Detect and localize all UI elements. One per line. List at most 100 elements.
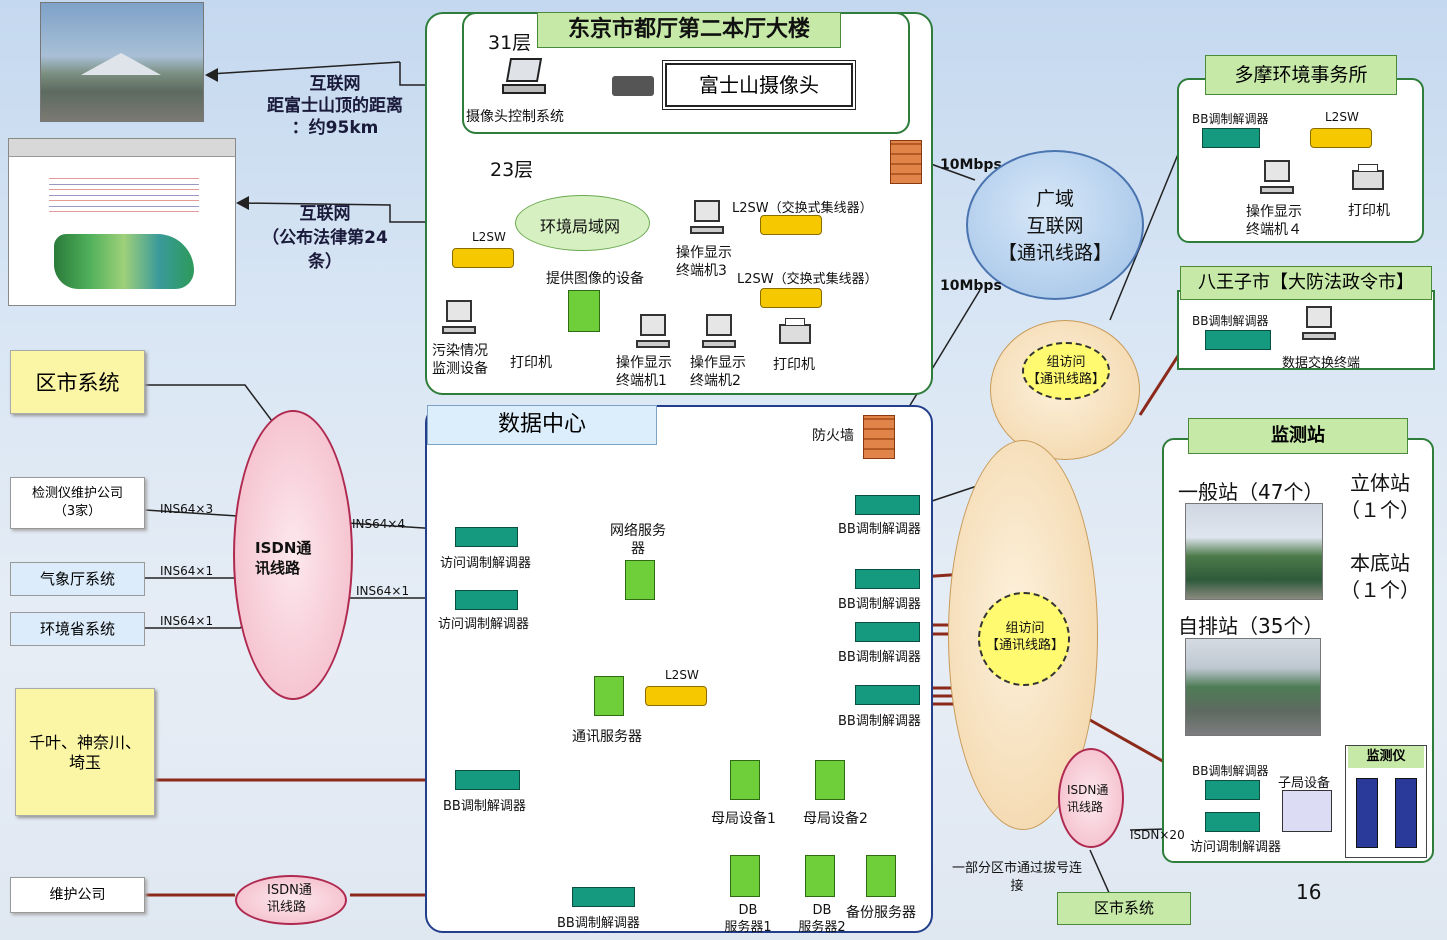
hachioji-modem (1205, 330, 1271, 350)
auto-station-photo (1185, 638, 1321, 736)
master-device1-label: 母局设备1 (711, 811, 776, 827)
maintenance-company2-box: 维护公司 (10, 877, 145, 913)
monitor-bb-modem (1205, 780, 1260, 800)
master-device2 (815, 760, 845, 800)
ins-label-c: INS64×1 (160, 614, 214, 628)
terminal3-pc-icon (688, 200, 728, 238)
dc-firewall-label: 防火墙 (812, 428, 854, 444)
dc-l2sw-label: L2SW (665, 668, 699, 682)
auto-station-label: 自排站（35个） (1178, 614, 1324, 638)
bb-modem4-label: BB调制解调器 (838, 714, 921, 729)
camera-icon (612, 76, 654, 96)
master-device1 (730, 760, 760, 800)
isdn-right-label: ISDN通 讯线路 (1067, 783, 1109, 814)
bb-modem2-label: BB调制解调器 (838, 597, 921, 612)
floor23-label: 23层 (490, 159, 534, 181)
monitor-title: 监测站 (1188, 418, 1408, 454)
db-server1 (730, 855, 760, 897)
isdn-small-label: ISDN通 讯线路 (267, 883, 312, 915)
hachioji-modem-label: BB调制解调器 (1192, 314, 1269, 328)
db-server2 (805, 855, 835, 897)
firewall-icon-hq (890, 140, 922, 184)
bb-modem6-label: BB调制解调器 (557, 916, 640, 931)
terminal3-label: 操作显示 终端机3 (676, 245, 732, 279)
fuji-camera-box: 富士山摄像头 (662, 60, 856, 110)
tama-title: 多摩环境事务所 (1205, 55, 1397, 95)
group-access-inner2 (978, 592, 1070, 686)
access-modem1-label: 访问调制解调器 (440, 556, 532, 571)
wan-label: 广域 互联网 【通讯线路】 (997, 188, 1112, 264)
bb-modem6 (572, 887, 635, 907)
comm-server (594, 676, 624, 716)
terminal1-pc-icon (634, 314, 674, 352)
bb-modem3 (855, 622, 920, 642)
db-server1-label: DB 服务器1 (724, 903, 772, 935)
page-number: 16 (1296, 880, 1322, 904)
env-ministry-box: 环境省系统 (10, 612, 145, 646)
tama-frame (1177, 78, 1424, 243)
hq-title: 东京市都厅第二本厅大楼 (537, 12, 841, 48)
fuji-distance-label: 距富士山顶的距离 (267, 96, 403, 116)
isdn-small-ellipse (235, 875, 347, 925)
city-system-box: 区市系统 (10, 350, 145, 414)
env-lan-ellipse (515, 195, 650, 251)
internet-label: 互联网 (309, 74, 361, 94)
pollution-pc-icon (440, 300, 480, 338)
general-station-label: 一般站（47个） (1178, 480, 1324, 504)
bb-modem2 (855, 569, 920, 589)
isdn-right-ellipse (1058, 748, 1124, 848)
web-server (625, 560, 655, 600)
comm-server-label: 通讯服务器 (572, 729, 642, 745)
monitor-access-modem (1205, 812, 1260, 832)
l2sw-23f (452, 248, 514, 268)
general-station-photo (1185, 503, 1323, 600)
printer2-icon (777, 318, 813, 348)
pollution-label: 污染情况 监测设备 (432, 343, 488, 377)
web-server-label: 网络服务 器 (610, 523, 666, 557)
master-device2-label: 母局设备2 (803, 811, 868, 827)
dc-firewall-icon (863, 415, 895, 459)
bb-modem5 (455, 770, 520, 790)
terminal1-label: 操作显示 终端机1 (616, 355, 672, 389)
instrument-unit1 (1356, 778, 1378, 848)
wan-speed1: 10Mbps (940, 157, 1002, 173)
l2sw-label-a: L2SW（交换式集线器） (732, 201, 873, 216)
camera-control-label: 摄像头控制系统 (466, 109, 564, 125)
ins-label-b: INS64×1 (160, 564, 214, 578)
bottom-note: 一部分区市通过拔号连 接 (951, 861, 1082, 894)
wan-ellipse (966, 150, 1144, 300)
monitor-bb-label: BB调制解调器 (1192, 764, 1269, 778)
isdn-big-label: ISDN通 讯线路 (255, 539, 312, 577)
law-ref-line1: （公布法律第24 (262, 228, 388, 248)
l2sw-label-b: L2SW（交换式集线器） (737, 272, 878, 287)
tama-l2sw (1310, 128, 1372, 148)
data-exchange-label: 数据交换终端 (1282, 356, 1361, 371)
floor31-label: 31层 (488, 32, 532, 54)
bb-modem1-label: BB调制解调器 (838, 522, 921, 537)
instrument-title: 监测仪 (1348, 746, 1424, 768)
sub-device (1282, 790, 1332, 832)
backup-server (866, 855, 896, 897)
isdn-x20-label: ISDN×20 (1130, 828, 1185, 842)
fuji-photo (40, 2, 204, 122)
access-modem2-label: 访问调制解调器 (438, 617, 530, 632)
tama-printer-label: 打印机 (1348, 203, 1390, 219)
group-access-label1: 组访问 【通讯线路】 (1026, 355, 1105, 387)
monitor-access-label: 访问调制解调器 (1190, 840, 1282, 855)
bb-modem3-label: BB调制解调器 (838, 650, 921, 665)
l2sw-a (760, 215, 822, 235)
l2sw-b (760, 288, 822, 308)
data-exchange-pc-icon (1300, 306, 1340, 344)
env-lan-label: 环境局域网 (540, 217, 621, 236)
hachioji-title: 八王子市【大防法政令市】 (1180, 266, 1432, 300)
terminal2-pc-icon (700, 314, 740, 352)
image-device (568, 290, 600, 332)
tama-modem (1202, 128, 1260, 148)
instrument-unit2 (1395, 778, 1417, 848)
db-server2-label: DB 服务器2 (798, 903, 846, 935)
ins-label-e: INS64×1 (356, 584, 410, 598)
l2sw-label-c: L2SW (472, 230, 506, 244)
internet-law-label: 互联网 (299, 204, 351, 224)
printer2-label: 打印机 (773, 357, 815, 373)
bottom-city-system: 区市系统 (1057, 892, 1191, 925)
